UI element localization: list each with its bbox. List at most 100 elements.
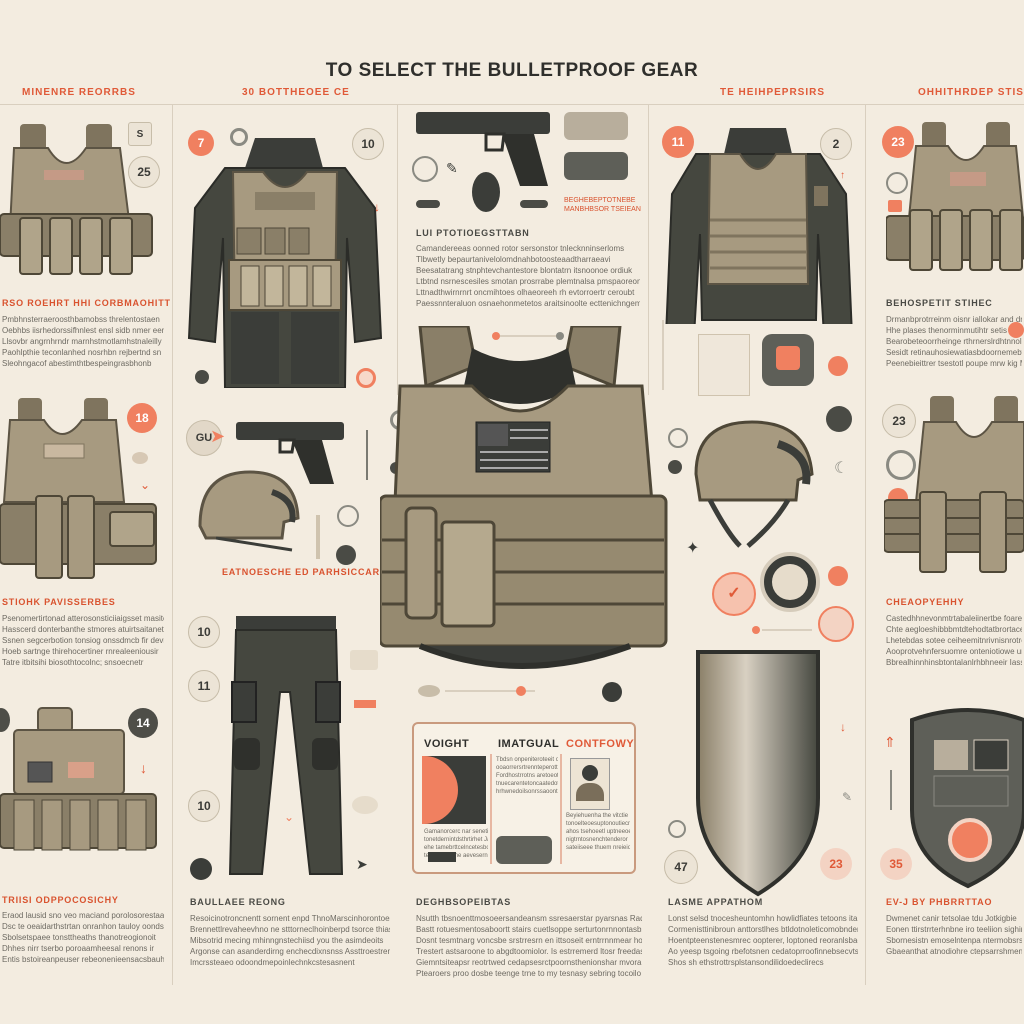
section-heading: LASME APPATHOM (668, 897, 764, 907)
arrow-up-icon: ⇑ (884, 734, 896, 750)
section-heading: STIOHK PAVISSERBES (2, 597, 116, 607)
bar-marker (354, 700, 376, 708)
drop-icon (472, 172, 500, 212)
line-marker (662, 320, 664, 390)
gauge-icon (760, 552, 820, 612)
tactical-vest-icon (884, 392, 1024, 592)
tactical-vest-icon (886, 118, 1024, 288)
magazine-icon (564, 152, 628, 180)
section-heading: CHEAOPYEHHY (886, 597, 965, 607)
section-heading: TRIISI ODPPOCOSICHY (2, 895, 119, 905)
comparison-card: VOIGHT IMATGUAL CONTFOWY Tbdsn onpeniter… (412, 722, 636, 874)
number-badge: 18 (127, 403, 157, 433)
arrow-down-icon: ↓ (840, 720, 846, 734)
bar-icon (428, 852, 456, 862)
badge-partial (0, 708, 10, 732)
number-badge: 14 (128, 708, 158, 738)
pen-icon: ✎ (446, 160, 458, 176)
arrow-down-icon: ↓ (140, 760, 147, 776)
dot-icon (602, 682, 622, 702)
magazine-icon (564, 112, 628, 140)
arrow-up-icon: ↑ (840, 170, 845, 181)
bar-icon (520, 200, 548, 208)
dot-icon (752, 626, 760, 634)
flag-icon (888, 200, 902, 212)
column-divider (172, 105, 173, 985)
tactical-vest-icon (380, 326, 670, 686)
dot-icon (492, 332, 500, 340)
ballistic-shield-icon (694, 648, 824, 898)
tactical-vest-icon (0, 700, 160, 860)
card-text-material: Tbdsn onpeniteroteeit onimtooaorrersrtre… (496, 757, 558, 795)
ring-icon (818, 606, 854, 642)
arrow-right-icon: ➤ (356, 856, 368, 872)
number-badge: 35 (880, 848, 912, 880)
section-text: Resoicinotroncnentt sornent enpd ThnoMar… (190, 914, 390, 967)
section-heading: EV-J BY PHBRRTTAO (886, 897, 993, 907)
chevron-icon: ⌄ (140, 478, 151, 492)
pistol-icon (236, 418, 346, 488)
number-badge: 11 (662, 126, 694, 158)
number-badge: 2 (820, 128, 852, 160)
number-badge: 10 (352, 128, 384, 160)
pen-icon: ✎ (842, 790, 853, 804)
ring-icon (412, 156, 438, 182)
card-title-comfort: CONTFOWY (566, 738, 635, 750)
line-marker (762, 629, 812, 631)
column-header-1: MINENRE REORRBS (22, 87, 136, 98)
dot-icon (336, 545, 356, 565)
ring-icon (668, 820, 686, 838)
dot-icon (1008, 322, 1024, 338)
arrow-right-icon: ➤ (210, 426, 226, 446)
section-text: Pmbhnsterraeroosthbamobss threlentostaen… (2, 315, 164, 368)
number-badge: 23 (882, 126, 914, 158)
section-heading: EATNOESCHE ED PARHSICCARA MTIETIOTE (222, 567, 446, 577)
section-text: Nsutth tbsnoenttmosoeersandeansm ssresae… (416, 914, 642, 978)
ballistic-helmet-icon (688, 414, 818, 554)
column-divider (397, 105, 398, 395)
column-divider (865, 105, 866, 985)
pill-icon (418, 685, 440, 697)
document-icon (698, 334, 750, 396)
number-badge: 23 (882, 404, 916, 438)
page-title: TO SELECT THE BULLETPROOF GEAR (325, 60, 699, 81)
dot-icon (516, 686, 526, 696)
section-text: Castedhhnevonmtrtabaleiinertbe foarehlib… (886, 614, 1022, 667)
check-icon: ✓ (712, 572, 756, 616)
compass-icon (337, 505, 359, 527)
ballistic-helmet-icon (196, 466, 306, 556)
pouch-icon (132, 452, 148, 464)
dot-icon (195, 370, 209, 384)
column-header-4: TE HEIHPEPRSIRS (720, 87, 826, 98)
section-heading: RSO ROEHRT HHI CORBMAOHITT (2, 298, 171, 308)
icon-badge: GU (186, 420, 222, 456)
ballistic-shield-icon (908, 700, 1024, 890)
material-sample-icon (496, 836, 552, 864)
number-badge: 11 (188, 670, 220, 702)
dot-icon (828, 356, 848, 376)
column-header-2: 30 BOTTHEOEE CE (242, 87, 350, 98)
line-marker (316, 515, 320, 559)
ring-icon (230, 128, 248, 146)
pistol-icon (416, 108, 556, 188)
pouch-icon (350, 650, 378, 670)
dot-icon (556, 332, 564, 340)
arrow-down-icon: ⌄ (284, 810, 295, 824)
ring-icon (886, 450, 916, 480)
dot-icon (668, 460, 682, 474)
dot-icon (828, 566, 848, 586)
card-divider (560, 754, 562, 864)
bar-icon (416, 200, 440, 208)
medkit-icon (762, 334, 814, 386)
star-icon: ✦ (686, 540, 700, 557)
armored-jacket-icon (185, 128, 385, 388)
section-heading: LUI PTOTIOEGSTTABN (416, 228, 530, 238)
line-marker (500, 335, 560, 337)
person-icon (570, 758, 610, 810)
section-text: Eraod lausid sno veo maciand porolosores… (2, 911, 164, 964)
section-heading: BAULLAEE REONG (190, 897, 286, 907)
